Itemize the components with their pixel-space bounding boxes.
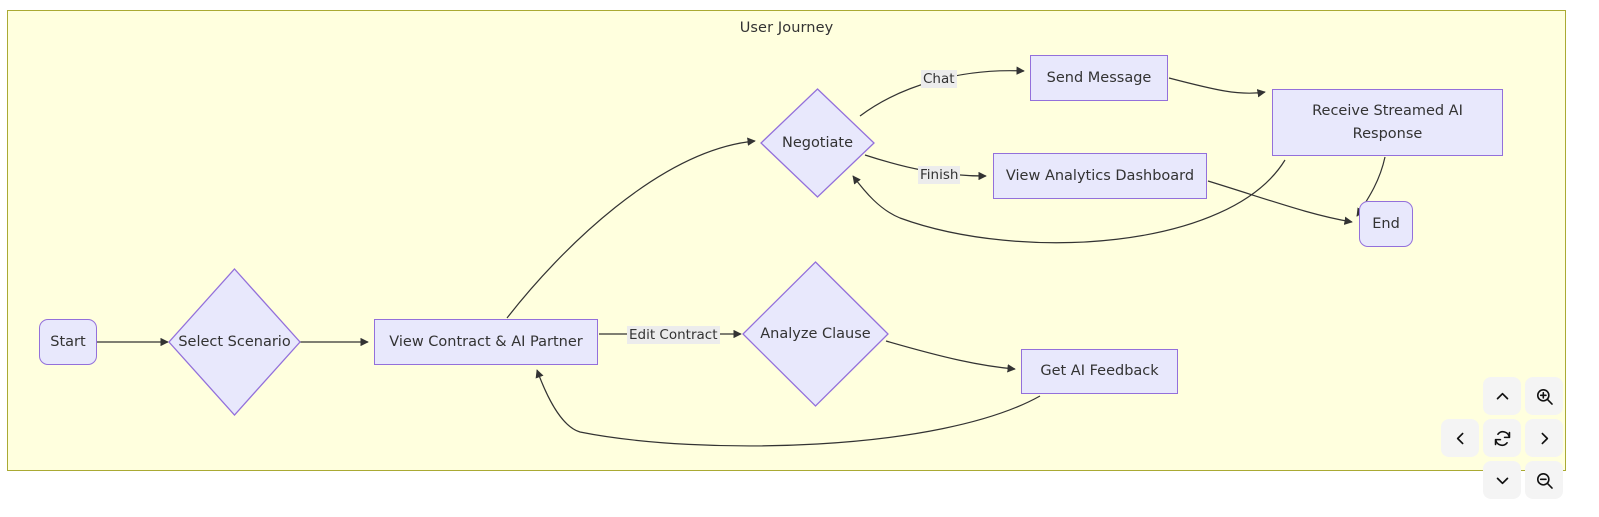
diamond-shape [742, 261, 889, 407]
node-get-ai-feedback-label: Get AI Feedback [1040, 363, 1159, 380]
reset-view-button[interactable] [1483, 419, 1521, 457]
node-send-message[interactable]: Send Message [1030, 55, 1168, 101]
node-start[interactable]: Start [39, 319, 97, 365]
node-analyze-clause[interactable]: Analyze Clause [742, 261, 889, 407]
node-analyze-clause-label: Analyze Clause [760, 326, 871, 342]
zoom-out-icon [1535, 471, 1554, 490]
pan-down-button[interactable] [1483, 461, 1521, 499]
node-view-contract[interactable]: View Contract & AI Partner [374, 319, 598, 365]
pan-up-button[interactable] [1483, 377, 1521, 415]
chevron-left-icon [1452, 430, 1469, 447]
node-select-scenario-label: Select Scenario [178, 334, 291, 350]
edge-label-edit-contract-text: Edit Contract [629, 327, 718, 343]
node-receive-streamed-response-label-line2: Response [1352, 125, 1423, 142]
edge-label-chat: Chat [921, 70, 957, 89]
zoom-in-button[interactable] [1525, 377, 1563, 415]
chevron-right-icon [1536, 430, 1553, 447]
node-receive-streamed-response-label-line1: Receive Streamed AI [1312, 103, 1463, 120]
edge-label-finish-text: Finish [920, 167, 959, 183]
node-negotiate[interactable]: Negotiate [760, 88, 875, 198]
pan-left-button[interactable] [1441, 419, 1479, 457]
node-get-ai-feedback[interactable]: Get AI Feedback [1021, 349, 1178, 394]
refresh-icon [1493, 429, 1512, 448]
diamond-shape [760, 88, 875, 198]
node-end[interactable]: End [1359, 201, 1413, 247]
diagram-navigation-controls [1437, 377, 1567, 502]
node-end-label: End [1372, 215, 1400, 232]
edge-label-finish: Finish [918, 166, 961, 185]
chevron-up-icon [1494, 388, 1511, 405]
zoom-out-button[interactable] [1525, 461, 1563, 499]
node-select-scenario[interactable]: Select Scenario [168, 268, 301, 416]
node-view-analytics-dashboard-label: View Analytics Dashboard [1005, 167, 1195, 184]
node-view-analytics-dashboard[interactable]: View Analytics Dashboard [993, 153, 1207, 199]
node-receive-streamed-response[interactable]: Receive Streamed AI Response [1272, 89, 1503, 156]
chevron-down-icon [1494, 472, 1511, 489]
pan-right-button[interactable] [1525, 419, 1563, 457]
node-view-contract-label: View Contract & AI Partner [389, 333, 583, 350]
node-negotiate-label: Negotiate [781, 135, 854, 151]
node-start-label: Start [50, 333, 86, 350]
diagram-title: User Journey [739, 20, 834, 36]
zoom-in-icon [1535, 387, 1554, 406]
node-send-message-label: Send Message [1046, 69, 1152, 86]
edge-label-chat-text: Chat [923, 71, 955, 87]
edge-label-edit-contract: Edit Contract [627, 326, 720, 345]
diamond-shape [168, 268, 301, 416]
